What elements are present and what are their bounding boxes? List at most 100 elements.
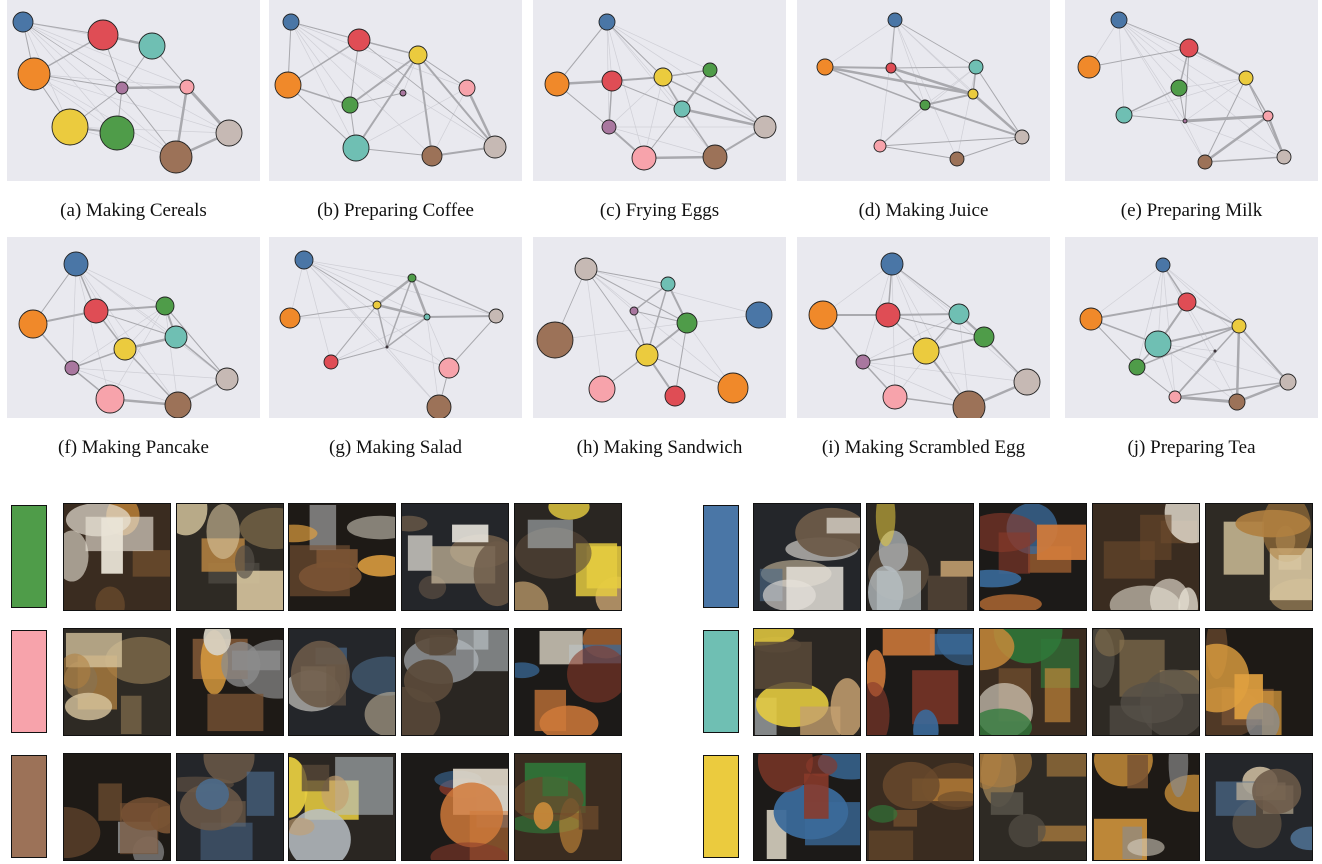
frame-shape: [364, 691, 395, 735]
frame-image: [980, 754, 1086, 860]
graph-node-purple: [399, 89, 407, 97]
frame-shape: [119, 803, 159, 855]
graph-edge-faint: [608, 76, 664, 128]
graph-edge: [417, 54, 496, 148]
graph-node-teal: [164, 325, 188, 349]
graph-node-red: [1179, 38, 1199, 58]
frame-image: [177, 754, 283, 860]
frame-shape: [882, 761, 940, 809]
cluster-swatch-pink: [11, 630, 47, 733]
frame-image: [1093, 754, 1199, 860]
graph-edge-faint: [71, 367, 228, 380]
graph-node-yellow: [1238, 70, 1254, 86]
frame-shape: [473, 541, 508, 607]
frame-thumbnail: [401, 753, 509, 861]
frame-shape: [875, 504, 896, 547]
graph-node-pink: [458, 79, 476, 97]
frame-shape: [206, 504, 240, 559]
graph-edge: [890, 66, 977, 69]
frame-shape: [1046, 754, 1086, 777]
graph-node-purple: [64, 360, 80, 376]
graph-node-blue: [887, 12, 903, 28]
graph-edge-faint: [426, 316, 440, 408]
frame-shape: [357, 555, 395, 577]
graph-edge: [890, 67, 926, 106]
frame-shape: [351, 656, 395, 696]
graph-edge-faint: [606, 21, 766, 128]
graph-node-blue: [63, 251, 89, 277]
graph-edge-faint: [606, 21, 683, 110]
frame-shape: [64, 653, 91, 689]
frame-shape: [195, 778, 230, 810]
graph-edge-faint: [75, 263, 111, 400]
frame-shape: [830, 678, 860, 735]
frame-shape: [132, 550, 170, 577]
graph-background: [7, 237, 260, 418]
frame-shape: [65, 504, 131, 537]
frame-shape: [534, 689, 567, 732]
frame-thumbnail: [1205, 753, 1313, 861]
graph-edge-faint: [71, 367, 179, 406]
graph-edge-faint: [431, 87, 468, 157]
graph-edge-faint: [1090, 264, 1164, 320]
graph-node-teal: [1115, 106, 1133, 124]
graph-edge: [956, 136, 1023, 160]
graph-background: [797, 237, 1050, 418]
graph-edge: [1184, 47, 1190, 122]
frame-image: [289, 504, 395, 610]
graph-edge-faint: [1118, 19, 1186, 122]
frame-thumbnail: [63, 628, 171, 736]
frame-shape: [1278, 555, 1302, 570]
graph-panel: [269, 0, 522, 181]
graph-edge-faint: [303, 259, 332, 363]
graph-edge-faint: [109, 305, 166, 400]
graph-edge: [924, 104, 1023, 138]
frame-shape: [1206, 643, 1250, 713]
graph-edge-faint: [606, 21, 716, 158]
graph-edge: [376, 304, 388, 348]
frame-image: [64, 504, 170, 610]
frame-shape: [757, 754, 813, 793]
frame-image: [1093, 504, 1199, 610]
graph-edge-faint: [290, 21, 351, 106]
graph-panel: [797, 0, 1050, 181]
frame-shape: [1235, 509, 1311, 538]
frame-shape: [1127, 754, 1148, 789]
frame-shape: [346, 515, 395, 540]
frame-shape: [867, 805, 898, 823]
graph-node-gray: [488, 308, 504, 324]
graph-edge: [971, 92, 1024, 139]
graph-edge: [448, 315, 497, 369]
graph-edge: [417, 54, 433, 157]
graph-node-red: [83, 298, 109, 324]
graph-node-green: [973, 326, 995, 348]
frame-shape: [430, 842, 508, 860]
frame-image: [980, 504, 1086, 610]
graph-panel: [1065, 0, 1318, 181]
graph-edge-faint: [1162, 264, 1176, 398]
frame-thumbnail: [401, 628, 509, 736]
frame-shape: [289, 524, 318, 543]
graph-node-gray: [753, 115, 777, 139]
graph-node-red: [347, 28, 371, 52]
graph-edge: [386, 277, 413, 348]
cluster-swatch-blue: [703, 505, 739, 608]
frame-shape: [403, 659, 454, 703]
graph-node-red: [664, 385, 686, 407]
frame-image: [754, 754, 860, 860]
graph-node-brown: [1228, 393, 1246, 411]
graph-edge-faint: [71, 305, 166, 369]
graph-edge: [879, 136, 1023, 147]
frame-shape: [980, 594, 1042, 610]
frame-shape: [990, 792, 1024, 815]
graph-edge: [1188, 47, 1247, 79]
graph-node-purple: [115, 81, 129, 95]
graph-node-blue: [880, 252, 904, 276]
graph-svg: [797, 0, 1050, 181]
graph-node-pink: [95, 384, 125, 414]
graph-edge-faint: [1136, 264, 1164, 368]
graph-node-green: [1170, 79, 1188, 97]
graph-edge: [891, 263, 960, 315]
graph-node-red: [601, 70, 623, 92]
graph-edge: [611, 80, 683, 110]
